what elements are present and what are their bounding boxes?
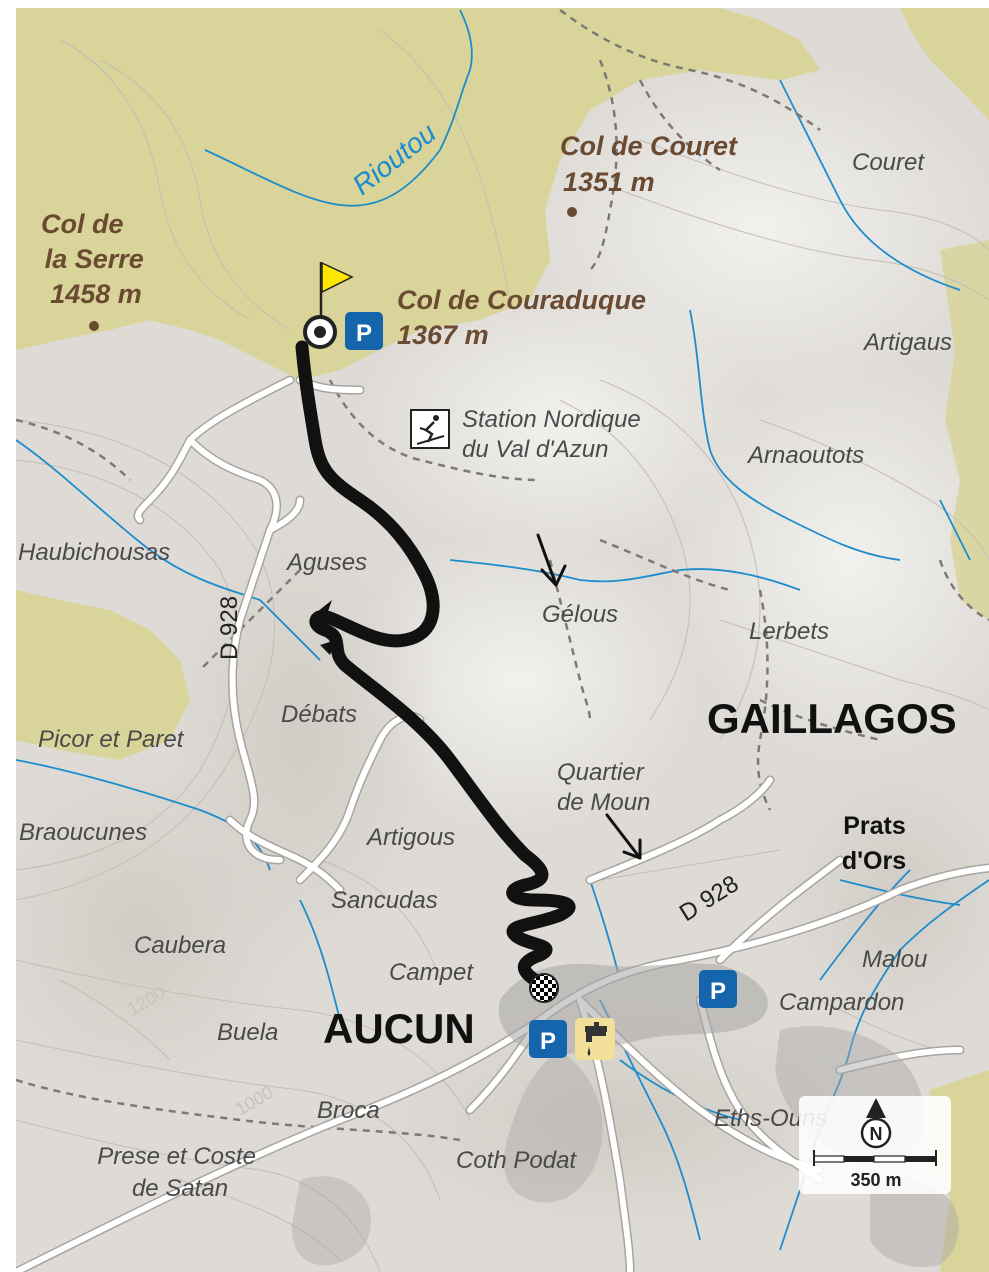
- summit-dot-couret: [567, 207, 577, 217]
- contour-lines: [16, 29, 989, 1272]
- place-prats-dors: Prats d'Ors: [842, 812, 913, 875]
- nordic-ski-icon: [410, 409, 450, 449]
- hiking-route: [295, 340, 576, 987]
- place-aguses: Aguses: [285, 549, 367, 576]
- svg-text:N: N: [870, 1124, 883, 1144]
- road-label-d928-west: D 928: [216, 596, 243, 660]
- parking-icon-gaillagos: P: [699, 970, 737, 1008]
- scale-bar: [813, 1150, 937, 1166]
- scale-distance-label: 350 m: [850, 1170, 901, 1190]
- col-couret-name: Col de Couret: [560, 131, 738, 161]
- place-lerbets: Lerbets: [749, 618, 829, 645]
- place-coth-podat: Coth Podat: [456, 1147, 577, 1174]
- place-debats: Débats: [281, 701, 357, 728]
- forest-zone-north: [16, 8, 820, 380]
- place-broca: Broca: [317, 1097, 380, 1124]
- svg-text:P: P: [356, 320, 372, 347]
- place-picor-et-paret: Picor et Paret: [38, 726, 185, 753]
- col-couraduque-elevation: 1367 m: [397, 320, 489, 350]
- finish-flag-icon: [529, 973, 559, 1003]
- place-couret: Couret: [852, 149, 925, 176]
- station-label: Station Nordique du Val d'Azun: [462, 406, 647, 463]
- start-flag-icon: [303, 261, 354, 349]
- village-label-aucun: AUCUN: [323, 1005, 475, 1052]
- hillshade: [16, 60, 989, 1240]
- place-artigous: Artigous: [365, 824, 455, 851]
- place-prese-et-coste-de-satan: Prese et Coste de Satan: [97, 1143, 262, 1202]
- footpaths: [16, 8, 989, 1142]
- scale-legend: N 350 m: [799, 1096, 951, 1194]
- place-sancudas: Sancudas: [331, 887, 438, 914]
- col-la-serre-label: Col de la Serre 1458 m: [41, 209, 151, 309]
- parking-icon-col: P: [345, 312, 383, 350]
- water-tap-icon: [575, 1018, 615, 1060]
- forest-zone-east: [940, 240, 989, 620]
- place-campardon: Campardon: [779, 989, 904, 1016]
- place-campet: Campet: [389, 959, 474, 986]
- place-haubichousas: Haubichousas: [18, 539, 170, 566]
- summit-dot-la-serre: [89, 321, 99, 331]
- place-buela: Buela: [217, 1019, 278, 1046]
- svg-text:P: P: [710, 978, 726, 1005]
- svg-text:P: P: [540, 1028, 556, 1055]
- place-caubera: Caubera: [134, 932, 226, 959]
- parking-icon-aucun: P: [529, 1020, 567, 1058]
- direction-arrows: [536, 533, 642, 860]
- forest-zone-top-right: [900, 8, 989, 120]
- col-couraduque-name: Col de Couraduque: [397, 285, 646, 315]
- place-malou: Malou: [862, 946, 927, 973]
- village-label-gaillagos: GAILLAGOS: [707, 695, 957, 742]
- route-arrow-icon-2: [320, 640, 336, 655]
- place-arnaoutots: Arnaoutots: [746, 442, 864, 469]
- col-couret-elevation: 1351 m: [563, 167, 655, 197]
- place-artigaus: Artigaus: [862, 329, 952, 356]
- place-gelous: Gélous: [542, 601, 618, 628]
- place-braoucunes: Braoucunes: [19, 819, 147, 846]
- forest-zone-west: [16, 590, 190, 760]
- place-quartier-de-moun: Quartier de Moun: [557, 759, 650, 816]
- route-arrow-icon: [312, 600, 332, 620]
- north-arrow-icon: N: [860, 1098, 892, 1149]
